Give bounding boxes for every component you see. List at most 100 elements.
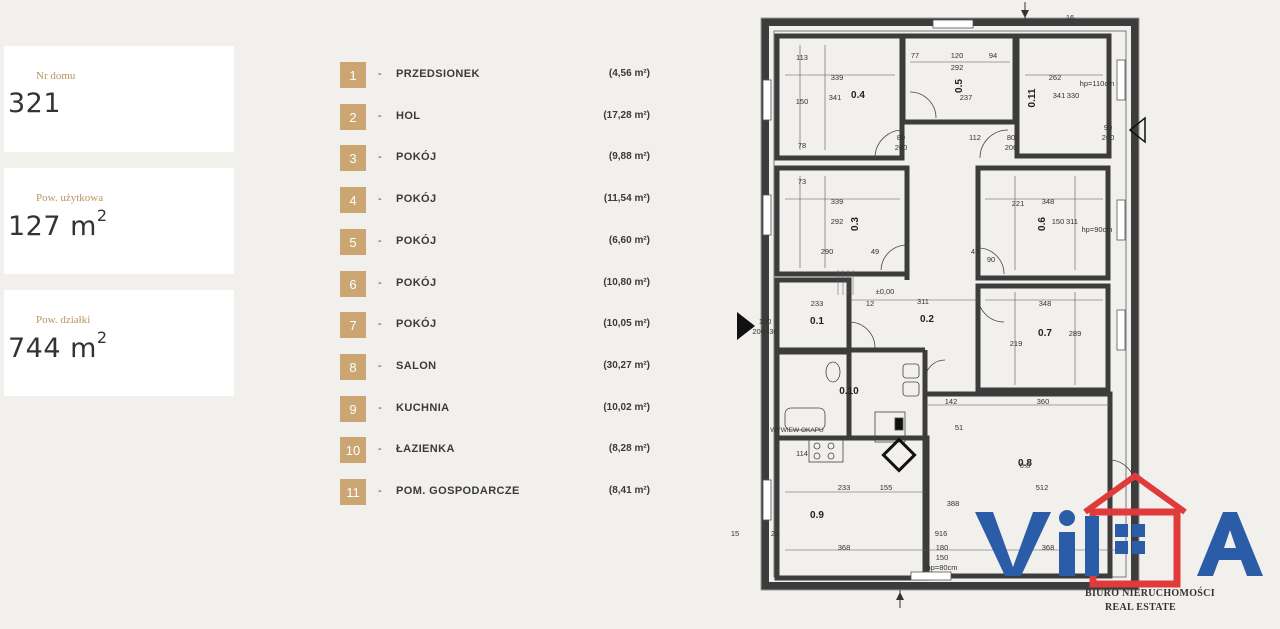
room-dash: -	[378, 193, 382, 205]
plan-dimension: 100	[759, 317, 772, 326]
room-number-badge: 9	[340, 396, 366, 422]
plan-room-label: 0.6	[1037, 217, 1048, 231]
plan-room-label: 0.10	[839, 386, 859, 397]
room-list-item: 5- POKÓJ (6,60 m²)	[340, 229, 660, 255]
plan-dimension: 150	[936, 553, 949, 562]
plan-dimension: 12	[866, 299, 874, 308]
room-number-badge: 11	[340, 479, 366, 505]
stat-value: 127 m2	[8, 206, 108, 242]
room-dash: -	[378, 360, 382, 372]
room-list-item: 9- KUCHNIA (10,02 m²)	[340, 396, 660, 422]
plan-dimension: ±0,00	[876, 287, 895, 296]
room-name: POKÓJ	[396, 277, 437, 289]
plan-dimension: 112	[969, 133, 981, 142]
plan-dimension: 348	[1042, 197, 1055, 206]
plan-dimension: 292	[831, 217, 844, 226]
plan-dimension: 80	[897, 133, 905, 142]
plan-dimension: 180	[936, 543, 949, 552]
room-number-badge: 1	[340, 62, 366, 88]
room-area: (8,41 m²)	[608, 485, 650, 496]
stat-label: Pow. działki	[36, 314, 91, 326]
stat-card-plot-area: Pow. działki 744 m2	[4, 290, 234, 396]
plan-dimension: hp=90cm	[1081, 225, 1112, 234]
plan-dimension: 200	[1102, 133, 1115, 142]
plan-dimension: 150	[796, 97, 809, 106]
plan-room-label: 0.7	[1038, 328, 1052, 339]
plan-dimension: 15	[731, 529, 739, 538]
room-number-badge: 2	[340, 104, 366, 130]
plan-dimension: 341	[829, 93, 842, 102]
room-number-badge: 4	[340, 187, 366, 213]
stat-card-house-number: Nr domu 321	[4, 46, 234, 152]
plan-room-label: 0.1	[810, 316, 824, 327]
stat-value: 321	[8, 88, 62, 119]
plan-dimension: 200	[895, 143, 908, 152]
room-list-item: 2-HOL(17,28 m²)	[340, 104, 660, 130]
room-name: POKÓJ	[396, 193, 437, 205]
room-name: SALON	[396, 360, 437, 372]
plan-dimension: 45	[971, 247, 979, 256]
room-list-item: 1-PRZEDSIONEK(4,56 m²)	[340, 62, 660, 88]
plan-dimension: 290	[821, 247, 834, 256]
plan-room-label: 0.4	[851, 90, 865, 101]
room-dash: -	[378, 277, 382, 289]
room-name: ŁAZIENKA	[396, 443, 455, 455]
plan-dimension: 77	[911, 51, 919, 60]
room-dash: -	[378, 235, 382, 247]
room-area: (10,02 m²)	[603, 402, 650, 413]
room-dash: -	[378, 151, 382, 163]
plan-dimension: 330	[1067, 91, 1080, 100]
logo-line2: REAL ESTATE	[1105, 602, 1177, 613]
plan-dimension: 388	[947, 499, 960, 508]
vilia-logo: BIURO NIERUCHOMOŚCI REAL ESTATE	[975, 472, 1275, 622]
plan-dimension: 49	[871, 247, 879, 256]
room-area: (10,05 m²)	[603, 318, 650, 329]
plan-dimension: 348	[1039, 299, 1052, 308]
plan-dimension: 292	[951, 63, 964, 72]
room-name: POKÓJ	[396, 318, 437, 330]
room-dash: -	[378, 402, 382, 414]
plan-dimension: 368	[838, 543, 851, 552]
room-number-badge: 6	[340, 271, 366, 297]
plan-room-label: 0.11	[1027, 88, 1038, 107]
plan-dimension: 512	[1036, 483, 1049, 492]
room-number-badge: 5	[340, 229, 366, 255]
plan-dimension: 80	[1007, 133, 1015, 142]
room-area: (11,54 m²)	[603, 193, 650, 204]
plan-room-label: 0.2	[920, 314, 934, 325]
stat-label: Pow. użytkowa	[36, 192, 104, 204]
plan-dimension: 233	[838, 483, 851, 492]
stat-card-usable-area: Pow. użytkowa 127 m2	[4, 168, 234, 274]
room-area: (6,60 m²)	[608, 235, 650, 246]
plan-dimension: hp=110cm	[1080, 79, 1115, 88]
plan-room-label: 0.5	[954, 79, 965, 93]
room-name: KUCHNIA	[396, 402, 450, 414]
plan-dimension: 368	[1042, 543, 1055, 552]
plan-dimension: 94	[989, 51, 997, 60]
room-name: POKÓJ	[396, 235, 437, 247]
room-list-item: 3-POKÓJ(9,88 m²)	[340, 145, 660, 171]
plan-dimension: 16	[1066, 13, 1074, 22]
plan-dimension: 289	[1069, 329, 1082, 338]
plan-dimension: 113	[796, 53, 808, 62]
plan-room-label: 0.9	[810, 510, 824, 521]
room-number-badge: 8	[340, 354, 366, 380]
room-dash: -	[378, 68, 382, 80]
plan-dimension: 200+30	[752, 327, 777, 336]
logo-line1: BIURO NIERUCHOMOŚCI	[1085, 588, 1215, 599]
room-dash: -	[378, 443, 382, 455]
plan-dimension: 120	[951, 51, 964, 60]
plan-dimension: 73	[798, 177, 806, 186]
plan-dimension: 311	[1066, 217, 1078, 226]
room-list-item: 7-POKÓJ(10,05 m²)	[340, 312, 660, 338]
stat-value: 744 m2	[8, 328, 108, 364]
plan-dimension: 0.8	[1020, 461, 1030, 470]
room-list-item: 6-POKÓJ(10,80 m²)	[340, 271, 660, 297]
plan-dimension: 339	[831, 73, 844, 82]
plan-dimension: 916	[935, 529, 948, 538]
room-name: POM. GOSPODARCZE	[396, 485, 520, 497]
plan-dimension: 150	[1052, 217, 1065, 226]
stat-label: Nr domu	[36, 70, 76, 82]
plan-dimension: 341	[1053, 91, 1066, 100]
